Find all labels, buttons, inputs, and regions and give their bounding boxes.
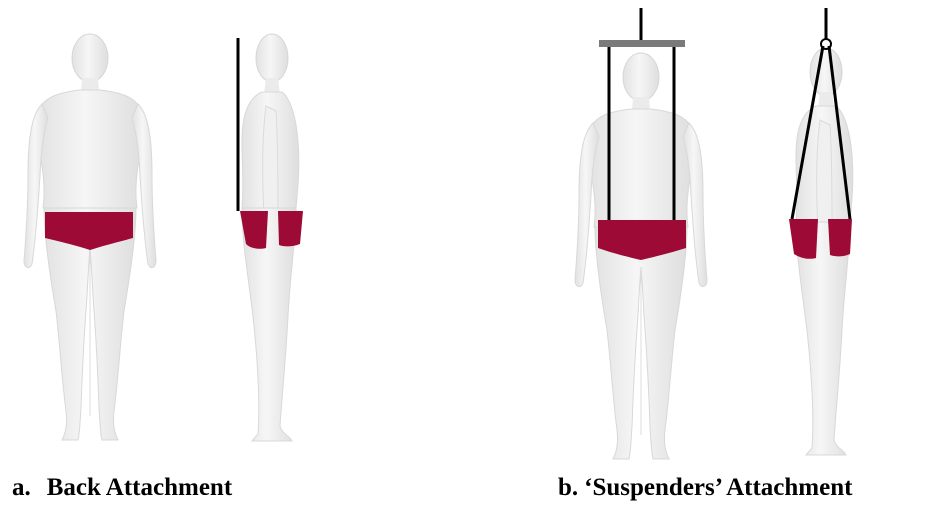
- harness-side-b-back-pad: [828, 219, 852, 256]
- caption-a-label: a.: [12, 474, 31, 501]
- caption-a-text: Back Attachment: [47, 474, 232, 501]
- spreader-bar: [599, 40, 685, 47]
- caption-b-label: b.: [558, 474, 578, 501]
- harness-side-a-back-pad: [278, 211, 303, 246]
- harness-side-b-front-pad: [789, 219, 818, 259]
- panel-a-back-attachment: [24, 34, 303, 441]
- caption-back-attachment: a. Back Attachment: [12, 474, 232, 502]
- caption-b-text: ‘Suspenders’ Attachment: [584, 474, 852, 501]
- caption-suspenders-attachment: b.‘Suspenders’ Attachment: [558, 474, 852, 502]
- panel-b-suspenders-attachment: [575, 8, 853, 459]
